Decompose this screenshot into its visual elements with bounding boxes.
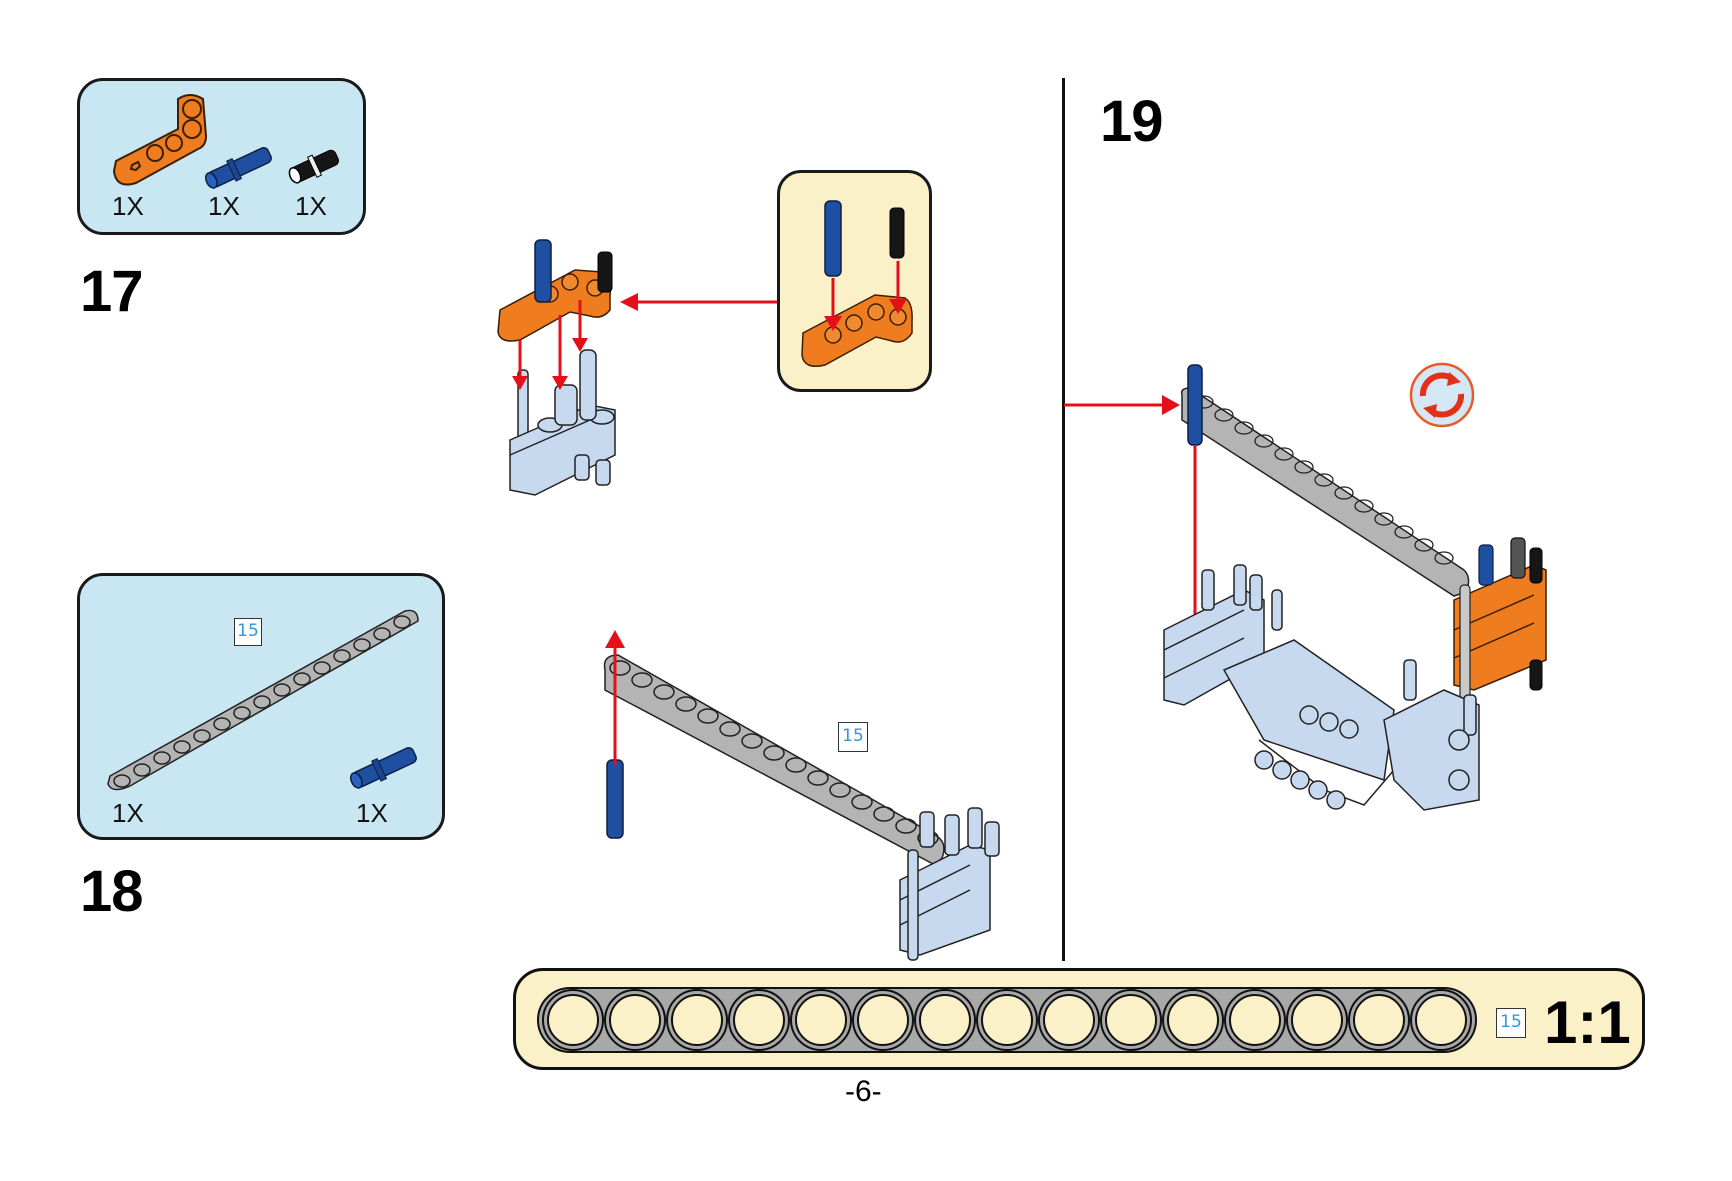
step-17-assembly: [497, 239, 616, 496]
light-blue-base: [509, 349, 616, 496]
rotate-icon: [1409, 362, 1475, 428]
part-qty: 1X: [112, 191, 144, 221]
length-tag: 15: [234, 618, 262, 646]
blue-pin: [534, 239, 552, 303]
sub-assembly-callout: [777, 170, 932, 392]
black-pin: [889, 207, 905, 259]
blue-pin-icon: [205, 147, 272, 189]
part-qty: 1X: [356, 798, 388, 828]
part-qty: 1X: [112, 798, 144, 828]
ruler-hole: [857, 994, 909, 1046]
gray-beam-15-icon: [107, 609, 419, 791]
down-arrows: [512, 300, 588, 390]
page-number: -6-: [845, 1075, 882, 1108]
step-19-assembly: [1064, 364, 1547, 811]
ruler-hole: [1043, 994, 1095, 1046]
ruler-hole: [1167, 994, 1219, 1046]
ruler-beam: [537, 987, 1477, 1053]
ruler-hole: [547, 994, 599, 1046]
orange-l-beam: [497, 269, 612, 342]
ruler-hole: [671, 994, 723, 1046]
ruler-hole: [795, 994, 847, 1046]
black-pin-icon: [288, 149, 339, 184]
ruler-hole: [1229, 994, 1281, 1046]
part-qty: 1X: [295, 191, 327, 221]
step-number: 18: [80, 859, 144, 924]
step-number: 19: [1100, 89, 1164, 154]
ruler-hole: [981, 994, 1033, 1046]
ruler-hole: [919, 994, 971, 1046]
part-qty: 1X: [208, 191, 240, 221]
length-tag: 15: [838, 722, 868, 752]
scale-ruler: 15 1:1: [513, 968, 1645, 1070]
callout-arrow: [620, 293, 777, 311]
step-18-assembly: [603, 630, 1000, 961]
ruler-hole: [609, 994, 661, 1046]
ruler-hole: [1415, 994, 1467, 1046]
blue-pin: [606, 759, 624, 839]
ruler-hole: [1105, 994, 1157, 1046]
ruler-hole: [1353, 994, 1405, 1046]
blue-pin-icon: [350, 747, 417, 789]
callout-assembly: [801, 200, 913, 367]
step-number: 17: [80, 259, 144, 324]
orange-l-beam-icon: [112, 94, 208, 186]
ruler-hole: [733, 994, 785, 1046]
step-18-parts-box: 15 1X 1X: [77, 573, 445, 840]
blue-pin: [824, 200, 842, 277]
step-divider: [1062, 78, 1065, 961]
black-pin: [597, 251, 613, 293]
ruler-hole: [1291, 994, 1343, 1046]
length-tag: 15: [1496, 1008, 1526, 1038]
step-17-parts-box: 1X 1X 1X: [77, 78, 366, 235]
scale-label: 1:1: [1544, 989, 1631, 1056]
